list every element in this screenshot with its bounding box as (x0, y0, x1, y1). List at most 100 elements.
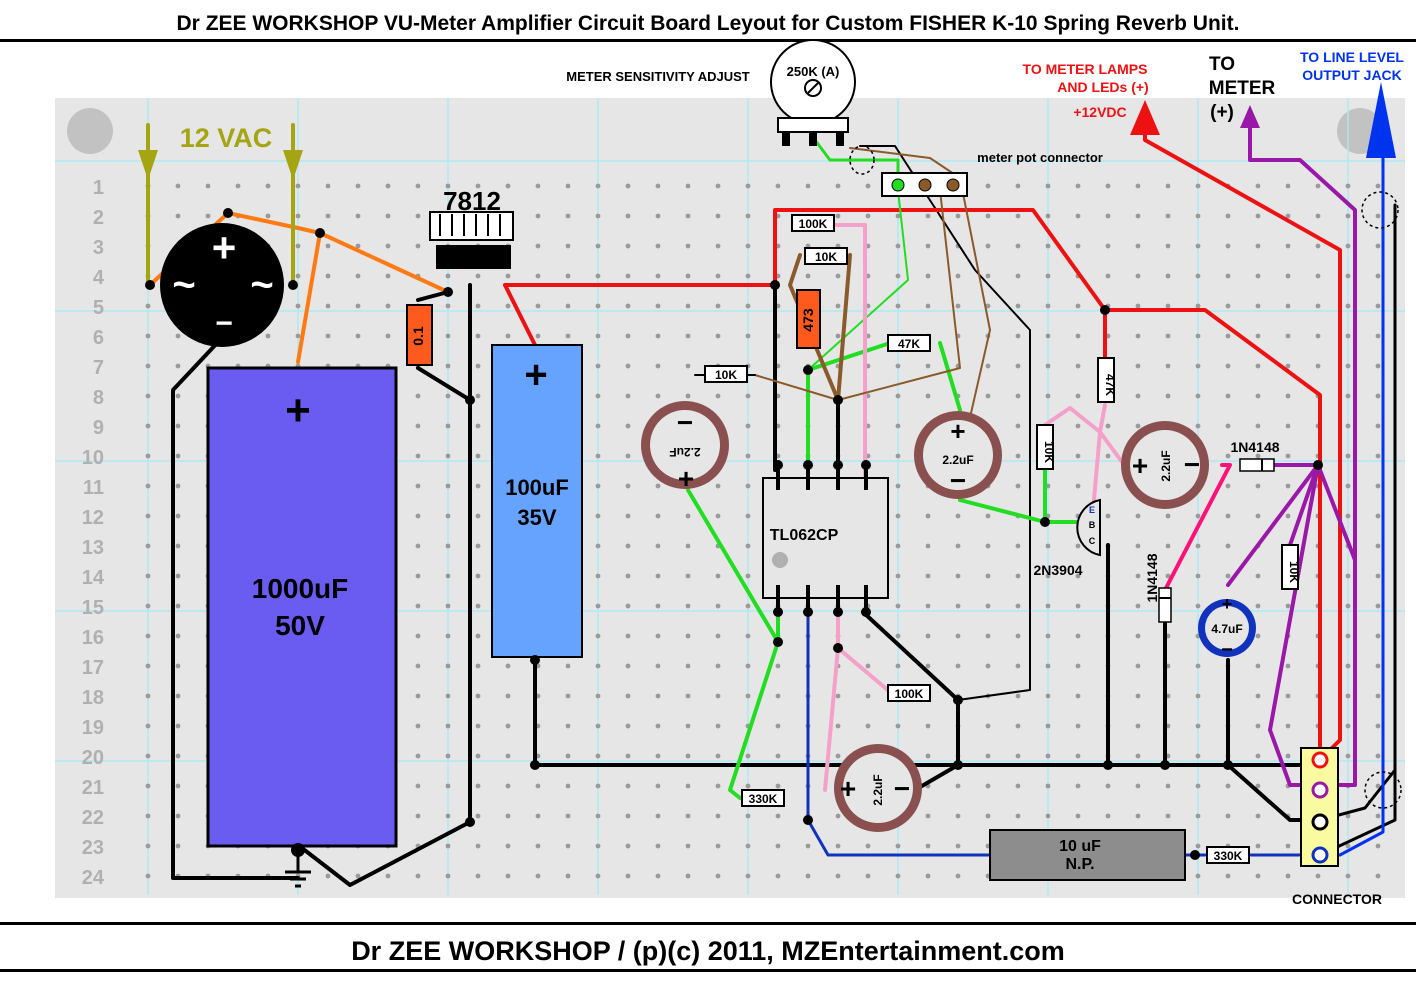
ic-pin-node (773, 607, 783, 617)
output-wire (1226, 463, 1320, 587)
board-hole (895, 213, 901, 219)
board-hole (625, 333, 631, 339)
ic-pin-node (861, 460, 871, 470)
board-hole (745, 573, 751, 579)
board-hole (475, 783, 481, 789)
connector-pin (891, 178, 905, 192)
board-hole (1045, 273, 1051, 279)
junction (1040, 517, 1050, 527)
board-hole (1285, 873, 1291, 879)
board-hole (325, 213, 331, 219)
board-hole (445, 423, 451, 429)
row-number: 2 (93, 207, 104, 229)
board-hole (685, 753, 691, 759)
board-hole (1135, 753, 1141, 759)
board-hole (475, 873, 481, 879)
board-hole (685, 813, 691, 819)
board-hole (1255, 603, 1261, 609)
board-hole (1255, 783, 1261, 789)
ic-pin-node (803, 460, 813, 470)
pot-wire (859, 145, 1031, 701)
board-hole (1255, 273, 1261, 279)
capacitor-top (1130, 430, 1200, 500)
board-hole (175, 423, 181, 429)
board-hole (1345, 843, 1351, 849)
board-hole (685, 273, 691, 279)
board-hole (1165, 363, 1171, 369)
board-hole (1015, 423, 1021, 429)
board-hole (1285, 393, 1291, 399)
board-hole (505, 183, 511, 189)
board-hole (535, 843, 541, 849)
board-hole (1375, 603, 1381, 609)
board-hole (295, 213, 301, 219)
board-hole (1315, 873, 1321, 879)
board-hole (445, 723, 451, 729)
board-hole (685, 393, 691, 399)
board-hole (745, 423, 751, 429)
board-hole (505, 303, 511, 309)
board-hole (1225, 213, 1231, 219)
board-hole (1375, 273, 1381, 279)
regulator-body (436, 245, 511, 269)
board-hole (925, 543, 931, 549)
board-hole (1285, 363, 1291, 369)
board-hole (145, 393, 151, 399)
board-hole (1375, 483, 1381, 489)
board-hole (1015, 753, 1021, 759)
board-hole (1165, 213, 1171, 219)
board-hole (1075, 423, 1081, 429)
board-hole (1345, 753, 1351, 759)
row-number: 21 (82, 777, 104, 799)
board-hole (1075, 213, 1081, 219)
board-hole (955, 813, 961, 819)
ic-pin1-dot (772, 552, 788, 568)
board-hole (175, 213, 181, 219)
board-hole (985, 183, 991, 189)
board-hole (1075, 333, 1081, 339)
board-hole (145, 483, 151, 489)
board-hole (1375, 243, 1381, 249)
board-hole (445, 453, 451, 459)
board-hole (1045, 783, 1051, 789)
board-hole (805, 273, 811, 279)
board-hole (1315, 273, 1321, 279)
board-hole (655, 753, 661, 759)
board-hole (1345, 633, 1351, 639)
board-hole (955, 783, 961, 789)
board-hole (655, 843, 661, 849)
board-hole (445, 813, 451, 819)
board-hole (1075, 723, 1081, 729)
board-hole (955, 513, 961, 519)
row-number: 6 (93, 327, 104, 349)
board-hole (565, 213, 571, 219)
board-hole (655, 303, 661, 309)
board-hole (985, 603, 991, 609)
rectifier-ac: ~ (172, 263, 195, 307)
board-hole (385, 213, 391, 219)
board-hole (925, 393, 931, 399)
board-hole (895, 873, 901, 879)
board-hole (475, 333, 481, 339)
board-hole (1345, 243, 1351, 249)
junction (833, 395, 843, 405)
board-hole (1135, 363, 1141, 369)
board-hole (1195, 393, 1201, 399)
board-hole (325, 273, 331, 279)
board-hole (475, 573, 481, 579)
board-hole (1345, 393, 1351, 399)
board-hole (355, 333, 361, 339)
output-wire (1288, 463, 1320, 547)
board-hole (985, 303, 991, 309)
ic-label: TL062CP (770, 527, 839, 544)
signal-wire (686, 488, 780, 644)
transistor-pin: C (1089, 536, 1096, 546)
board-hole (355, 303, 361, 309)
board-hole (475, 723, 481, 729)
board-hole (235, 183, 241, 189)
board-hole (1195, 693, 1201, 699)
board-hole (745, 243, 751, 249)
board-hole (655, 483, 661, 489)
board-hole (1195, 243, 1201, 249)
board-hole (415, 483, 421, 489)
